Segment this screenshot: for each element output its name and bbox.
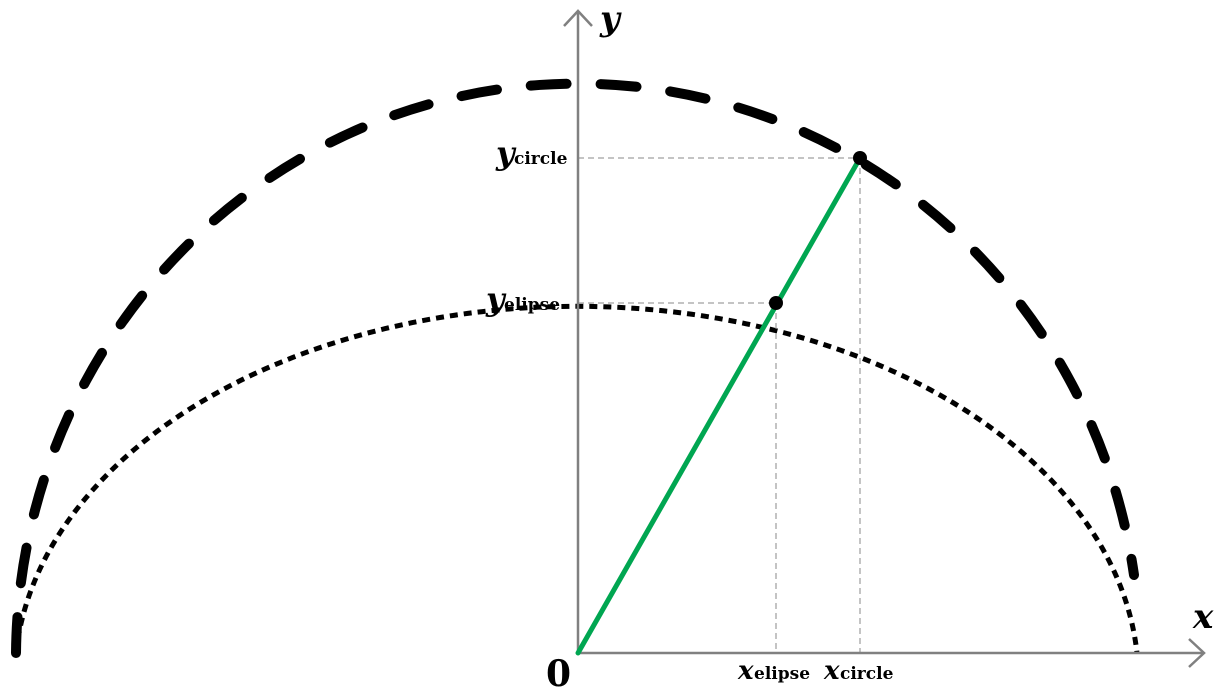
circle-curve — [11, 78, 1139, 658]
x-circle-label-sub: circle — [840, 664, 894, 684]
radius-line — [575, 155, 863, 656]
x-circle-label-var: x — [823, 656, 840, 686]
origin-label: 0 — [546, 653, 571, 694]
y-elipse-label-var: y — [485, 280, 507, 318]
y-elipse-label-sub: elipse — [504, 295, 560, 315]
y-circle-label-sub: circle — [514, 149, 568, 169]
x-axis-label: x — [1192, 597, 1214, 637]
x-elipse-label-sub: elipse — [754, 664, 810, 684]
y-axis-label: y — [599, 0, 622, 39]
x-elipse-label-var: x — [737, 656, 754, 686]
circle-intersection-point — [853, 151, 867, 165]
ellipse-curve — [13, 303, 1140, 654]
y-circle-label-var: y — [495, 134, 517, 172]
ellipse-intersection-point — [769, 296, 783, 310]
x-axis-arrowhead — [1188, 638, 1206, 668]
y-axis-arrowhead — [563, 9, 593, 27]
